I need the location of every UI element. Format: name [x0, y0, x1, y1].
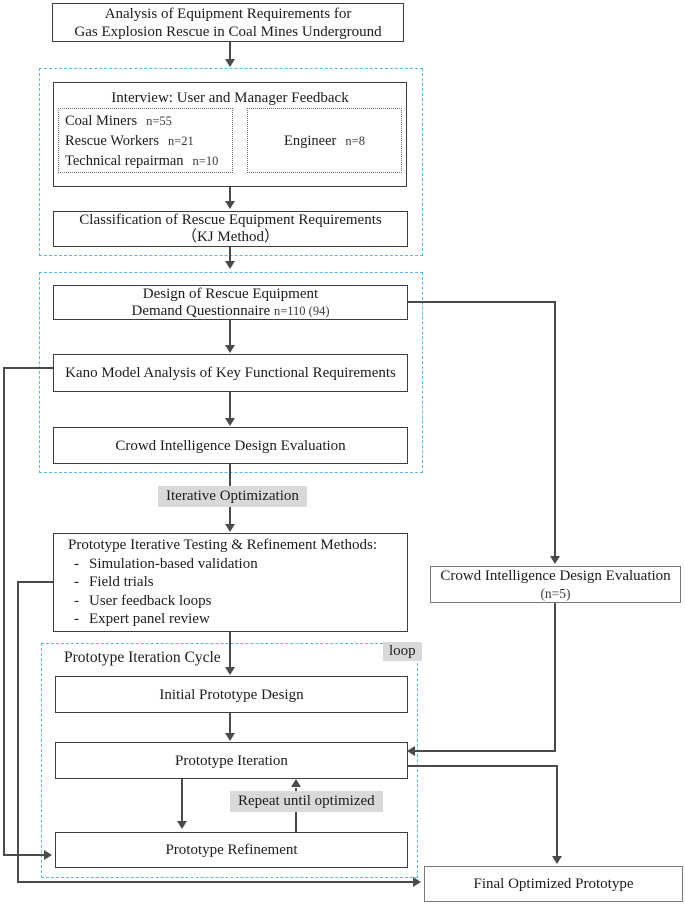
arrowhead-refinement-to-iteration — [291, 779, 301, 787]
connector-kano-left-vertical — [3, 367, 5, 856]
phase2-dashed-container — [39, 272, 423, 473]
kano-label: Kano Model Analysis of Key Functional Re… — [65, 365, 396, 381]
arrowhead-initial-to-iteration — [225, 733, 235, 741]
design-line2: Demand Questionnaire n=110 (94) — [131, 303, 329, 320]
arrowhead-kano-to-crowd — [225, 418, 235, 426]
rescue-workers-label: Rescue Workers — [65, 132, 159, 149]
connector-iteration-right-horizontal — [408, 765, 558, 767]
design-questionnaire-box: Design of Rescue Equipment Demand Questi… — [53, 285, 408, 320]
kano-box: Kano Model Analysis of Key Functional Re… — [53, 354, 408, 392]
classification-box: Classification of Rescue Equipment Requi… — [53, 211, 408, 247]
coal-miners-label: Coal Miners — [65, 112, 138, 129]
connector-kano-to-crowd — [229, 392, 231, 419]
interview-group-engineer: Engineer n=8 — [247, 108, 402, 173]
engineer-n: n=8 — [345, 133, 365, 148]
connector-bottom-to-final — [17, 881, 414, 883]
classification-line1: Classification of Rescue Equipment Requi… — [79, 212, 382, 228]
connector-testing-left-vertical — [17, 581, 19, 883]
final-prototype-label: Final Optimized Prototype — [473, 876, 634, 892]
connector-design-right-horizontal — [408, 301, 556, 303]
design-line1: Design of Rescue Equipment — [142, 285, 319, 302]
interview-row-rescue-workers: Rescue Workers n=21 — [59, 131, 232, 151]
interview-title: Interview: User and Manager Feedback — [111, 90, 349, 106]
prototype-refinement-box: Prototype Refinement — [55, 832, 408, 868]
classification-line2: （KJ Method） — [181, 229, 280, 245]
arrowhead-into-final-left — [413, 877, 421, 887]
arrowhead-into-refinement — [44, 850, 52, 860]
crowd-evaluation-n5-box: Crowd Intelligence Design Evaluation (n=… — [430, 566, 681, 603]
loop-tag: loop — [383, 642, 422, 661]
prototype-refinement-label: Prototype Refinement — [165, 842, 298, 858]
interview-group-users: Coal Miners n=55 Rescue Workers n=21 Tec… — [58, 108, 233, 173]
arrowhead-interview-to-classification — [225, 201, 235, 209]
arrowhead-testing-to-initial — [225, 667, 235, 675]
crowd-evaluation-label: Crowd Intelligence Design Evaluation — [115, 437, 346, 454]
connector-design-to-kano — [229, 320, 231, 346]
arrowhead-into-n5 — [550, 556, 560, 564]
arrowhead-iteration-to-refinement — [177, 821, 187, 829]
prototype-iteration-label: Prototype Iteration — [175, 752, 288, 769]
arrowhead-classification-to-design — [225, 261, 235, 269]
connector-interview-to-classification — [229, 187, 231, 202]
rescue-workers-n: n=21 — [168, 133, 194, 148]
interview-row-engineer: Engineer n=8 — [284, 131, 365, 151]
initial-prototype-label: Initial Prototype Design — [159, 686, 304, 703]
final-prototype-box: Final Optimized Prototype — [424, 866, 683, 902]
prototype-iteration-box: Prototype Iteration — [55, 742, 408, 779]
connector-n5-to-iteration-horizontal — [415, 750, 556, 752]
technical-repairman-label: Technical repairman — [65, 152, 184, 169]
crowd-n5-line2: (n=5) — [540, 585, 571, 601]
connector-iteration-to-refinement — [181, 779, 183, 822]
design-line2-text: Demand Questionnaire — [131, 302, 271, 319]
title-line1: Analysis of Equipment Requirements for — [104, 5, 352, 22]
arrowhead-design-to-kano — [225, 345, 235, 353]
iteration-cycle-label: Prototype Iteration Cycle — [64, 649, 221, 666]
testing-item-3: User feedback loops — [74, 592, 211, 611]
testing-item-2: Field trials — [74, 573, 154, 592]
interview-row-coal-miners: Coal Miners n=55 — [59, 111, 232, 131]
connector-testing-to-initial — [229, 632, 231, 668]
connector-design-to-n5-vertical — [554, 301, 556, 557]
arrowhead-title-to-interview — [225, 59, 235, 67]
phase1-dashed-container — [39, 68, 423, 256]
crowd-evaluation-box: Crowd Intelligence Design Evaluation — [53, 427, 408, 464]
connector-kano-left-horizontal — [3, 367, 53, 369]
interview-row-technical-repairman: Technical repairman n=10 — [59, 151, 232, 171]
technical-repairman-n: n=10 — [192, 153, 219, 168]
engineer-label: Engineer — [284, 132, 337, 149]
testing-item-1: Simulation-based validation — [74, 555, 258, 574]
repeat-until-optimized-label: Repeat until optimized — [230, 791, 383, 812]
coal-miners-n: n=55 — [146, 113, 172, 128]
connector-iteration-to-final-vertical — [556, 765, 558, 857]
connector-classification-to-design — [229, 247, 231, 262]
arrowhead-into-iteration-right — [407, 746, 415, 756]
connector-kano-to-refinement-horizontal — [3, 854, 45, 856]
crowd-n5-line1: Crowd Intelligence Design Evaluation — [440, 567, 671, 584]
title-box: Analysis of Equipment Requirements for G… — [52, 3, 404, 42]
title-line2: Gas Explosion Rescue in Coal Mines Under… — [74, 23, 382, 40]
connector-title-to-interview — [229, 42, 231, 60]
connector-testing-left-horizontal — [17, 581, 53, 583]
connector-n5-down-vertical — [554, 603, 556, 752]
arrowhead-into-final-top — [552, 856, 562, 864]
connector-initial-to-iteration — [229, 713, 231, 734]
testing-item-4: Expert panel review — [74, 610, 210, 629]
testing-title: Prototype Iterative Testing & Refinement… — [68, 537, 378, 554]
arrowhead-crowd-to-testing — [225, 524, 235, 532]
initial-prototype-box: Initial Prototype Design — [55, 676, 408, 713]
iterative-optimization-label: Iterative Optimization — [158, 486, 307, 507]
prototype-testing-box: Prototype Iterative Testing & Refinement… — [53, 533, 408, 632]
design-n: n=110 (94) — [273, 303, 330, 318]
